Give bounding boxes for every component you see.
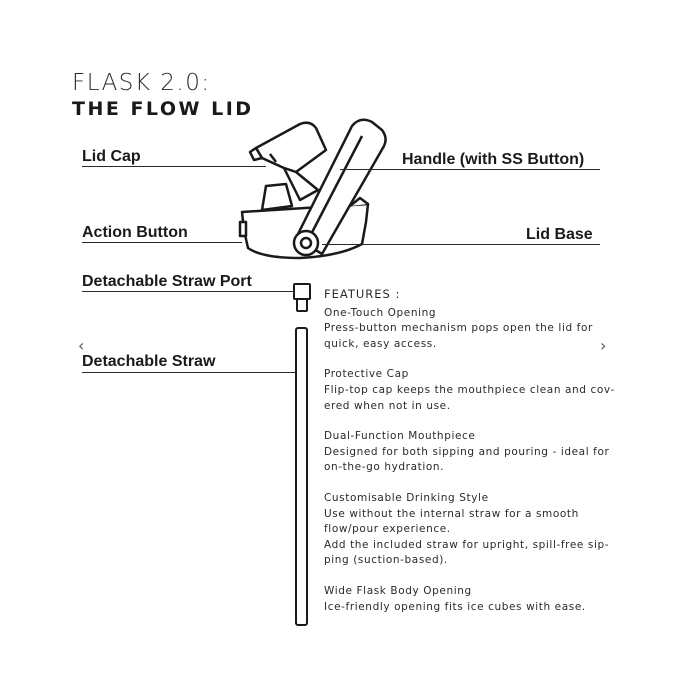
- feature-line: Use without the internal straw for a smo…: [324, 507, 579, 520]
- feature-line: Flip-top cap keeps the mouthpiece clean …: [324, 383, 615, 396]
- label-straw-port: Detachable Straw Port: [82, 273, 252, 290]
- feature-line: Designed for both sipping and pouring - …: [324, 445, 610, 458]
- features-panel: FEATURES : One-Touch Opening Press-butto…: [324, 287, 624, 630]
- feature-line: quick, easy access.: [324, 337, 437, 350]
- feature-item: One-Touch Opening Press-button mechanism…: [324, 306, 624, 353]
- features-heading: FEATURES :: [324, 287, 401, 301]
- label-lid-cap: Lid Cap: [82, 148, 141, 165]
- straw-port-shape: [293, 283, 311, 312]
- leader-straw: [82, 372, 296, 373]
- feature-title: Dual-Function Mouthpiece: [324, 430, 476, 443]
- feature-title: Wide Flask Body Opening: [324, 584, 472, 597]
- feature-line: Press-button mechanism pops open the lid…: [324, 322, 593, 335]
- feature-line: Add the included straw for upright, spil…: [324, 538, 610, 551]
- feature-item: Dual-Function Mouthpiece Designed for bo…: [324, 429, 624, 476]
- feature-line: flow/pour experience.: [324, 523, 451, 536]
- feature-line: ered when not in use.: [324, 399, 451, 412]
- feature-line: Ice-friendly opening fits ice cubes with…: [324, 600, 586, 613]
- leader-straw-port: [82, 291, 294, 292]
- feature-title: Protective Cap: [324, 368, 409, 381]
- leader-lid-cap: [82, 166, 266, 167]
- lid-cap-shape: [248, 121, 328, 202]
- handle-shape: [292, 118, 387, 257]
- label-handle: Handle (with SS Button): [402, 151, 585, 168]
- leader-handle: [340, 169, 600, 170]
- label-straw: Detachable Straw: [82, 353, 216, 370]
- leader-action-button: [82, 242, 242, 243]
- straw-shape: [295, 327, 308, 626]
- prev-arrow-icon[interactable]: ‹: [78, 336, 85, 355]
- feature-title: Customisable Drinking Style: [324, 491, 489, 504]
- feature-title: One-Touch Opening: [324, 306, 437, 319]
- leader-lid-base: [322, 244, 600, 245]
- next-arrow-icon[interactable]: ›: [600, 336, 607, 355]
- title-line-2: THE FLOW LID: [72, 98, 254, 120]
- feature-item: Customisable Drinking Style Use without …: [324, 491, 624, 569]
- feature-item: Protective Cap Flip-top cap keeps the mo…: [324, 367, 624, 414]
- label-action-button: Action Button: [82, 224, 188, 241]
- feature-item: Wide Flask Body Opening Ice-friendly ope…: [324, 584, 624, 615]
- feature-line: on-the-go hydration.: [324, 461, 445, 474]
- feature-line: ping (suction-based).: [324, 554, 448, 567]
- title-line-1: FLASK 2.0:: [72, 70, 211, 96]
- label-lid-base: Lid Base: [526, 226, 593, 243]
